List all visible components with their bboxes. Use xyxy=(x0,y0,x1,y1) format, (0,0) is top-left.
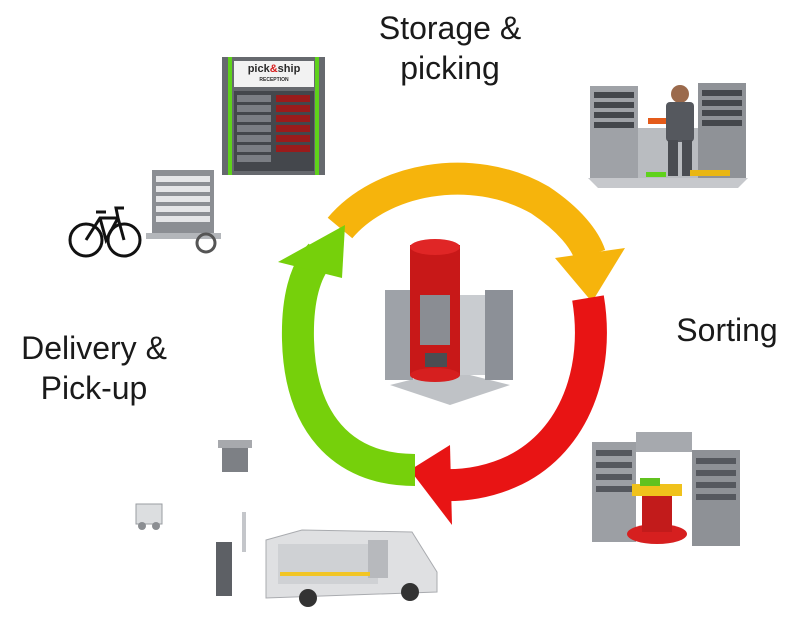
brand-text-left: pick xyxy=(247,63,270,75)
arrow-head-red xyxy=(410,445,452,525)
arrow-sorting-to-delivery xyxy=(439,295,607,502)
arrow-head-yellow xyxy=(555,248,625,302)
reception-subtitle: RECEPTION xyxy=(259,77,289,83)
arrow-delivery-to-storage xyxy=(281,243,416,486)
bicycle-cargo-illustration xyxy=(68,170,221,258)
stage-label-sorting: Sorting xyxy=(676,312,778,348)
reception-terminal-image: pick&ship RECEPTION xyxy=(222,57,325,175)
brand-text-right: ship xyxy=(277,63,301,75)
green-accent-strip-right xyxy=(315,57,319,175)
brand-ampersand: & xyxy=(269,63,278,75)
sorting-illustration xyxy=(592,432,740,546)
stage-label-delivery-line2: Pick-up xyxy=(40,370,148,406)
stage-label-delivery-pickup: Delivery & Pick-up xyxy=(4,328,184,408)
central-robot-illustration xyxy=(385,239,513,405)
locker-grid xyxy=(234,91,314,171)
delivery-van-illustration xyxy=(135,440,438,607)
arrow-head-green xyxy=(278,225,345,278)
stage-label-storage-picking: Storage & picking xyxy=(360,8,540,88)
stage-label-storage-line1: Storage & xyxy=(378,10,522,46)
reception-sign: pick&ship RECEPTION xyxy=(234,61,314,87)
stage-label-storage-line2: picking xyxy=(400,50,500,86)
arrow-storage-to-sorting xyxy=(327,162,606,261)
green-accent-strip xyxy=(228,57,232,175)
stage-label-delivery-line1: Delivery & xyxy=(21,330,167,366)
storage-picking-illustration xyxy=(588,83,748,188)
